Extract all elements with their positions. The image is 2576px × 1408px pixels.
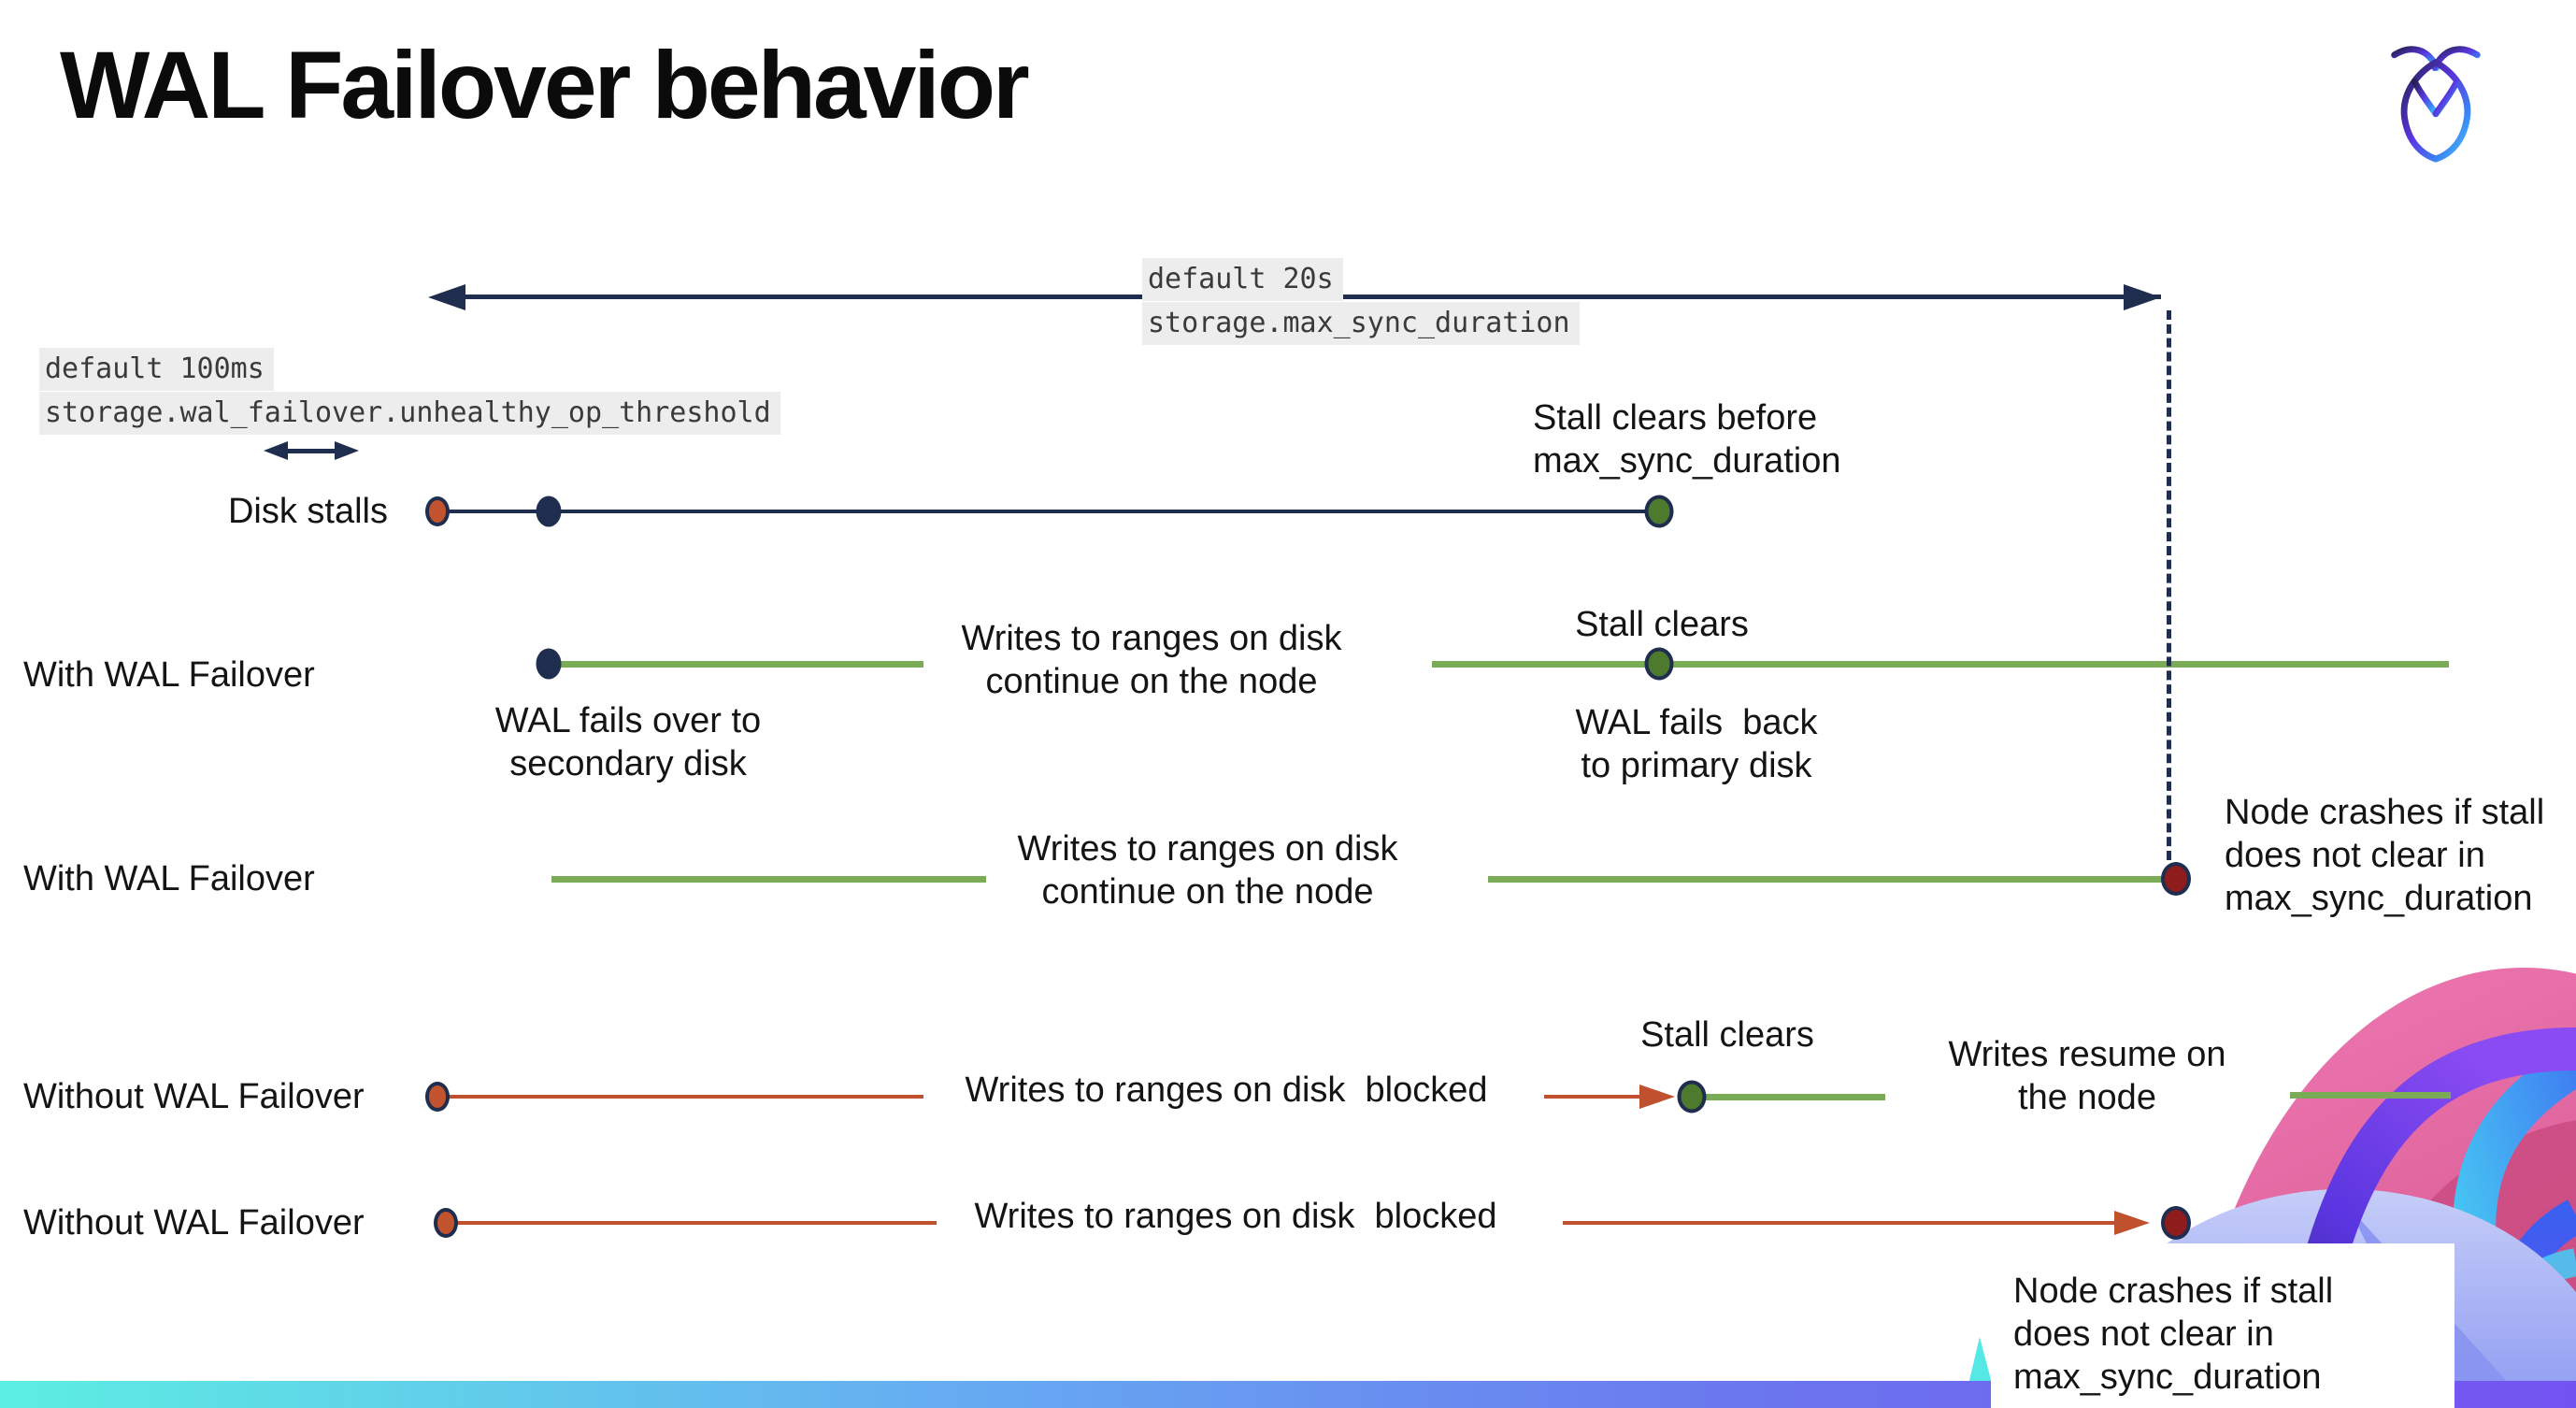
with-failover-2-line-b (1488, 876, 2162, 883)
without-failover-1-stall-clears-note: Stall clears (1640, 1015, 1814, 1055)
max-sync-arrowhead-left-icon (428, 284, 465, 310)
unhealthy-op-setting-name: storage.wal_failover.unhealthy_op_thresh… (39, 392, 780, 435)
without-failover-2-arrow-line (1563, 1221, 2114, 1225)
max-sync-arrowhead-right-icon (2124, 284, 2161, 310)
without-failover-1-resume-line-b (2290, 1092, 2451, 1099)
with-failover-2-writes-note: Writes to ranges on disk continue on the… (1017, 829, 1398, 912)
row-label-disk-stalls: Disk stalls (227, 492, 388, 531)
stall-clears-dot (1644, 495, 1674, 528)
without-failover-1-arrowhead-icon (1639, 1085, 1675, 1109)
with-failover-1-line-a (551, 661, 923, 668)
max-sync-setting-name: storage.max_sync_duration (1142, 302, 1580, 345)
with-failover-1-stall-clears-note: Stall clears (1575, 605, 1749, 644)
node-crash-note-1: Node crashes if stall does not clear in … (2225, 793, 2545, 918)
unhealthy-op-default-value: default 100ms (39, 348, 274, 391)
row-label-with-wal-failover-1: With WAL Failover (23, 655, 315, 695)
without-failover-2-arrowhead-icon (2114, 1211, 2150, 1235)
stall-clears-before-note: Stall clears before max_sync_duration (1533, 398, 1841, 481)
threshold-arrowhead-right-icon (335, 441, 359, 460)
threshold-arrowhead-left-icon (264, 441, 288, 460)
threshold-span-line (280, 449, 335, 453)
with-failover-2-line-a (551, 876, 986, 883)
without-failover-1-clear-dot (1677, 1080, 1707, 1113)
failover-note: WAL fails over to secondary disk (494, 701, 762, 783)
writes-resume-note: Writes resume on the node (1948, 1035, 2226, 1117)
disk-stalls-timeline-line (437, 510, 1659, 513)
without-failover-1-blocked-line-a (437, 1095, 923, 1099)
page-title: WAL Failover behavior (60, 32, 1030, 138)
node-crash-note-2: Node crashes if stall does not clear in … (2013, 1272, 2334, 1397)
row-label-with-wal-failover-2: With WAL Failover (23, 859, 315, 898)
failback-dot (1644, 647, 1674, 681)
max-sync-deadline-dashed-line (2167, 310, 2171, 860)
with-failover-1-writes-note: Writes to ranges on disk continue on the… (961, 619, 1342, 701)
disk-stall-start-dot (425, 496, 450, 526)
without-failover-2-writes-note: Writes to ranges on disk blocked (974, 1197, 1497, 1236)
with-failover-1-line-b (1432, 661, 2449, 668)
without-failover-1-arrow-line (1544, 1095, 1639, 1099)
cockroachdb-logo-icon (2391, 46, 2481, 163)
unhealthy-op-threshold-config-label: default 100ms storage.wal_failover.unhea… (39, 348, 780, 436)
row-label-without-wal-failover-1: Without WAL Failover (23, 1077, 365, 1116)
node-crash-dot-1 (2161, 862, 2191, 896)
failback-note: WAL fails back to primary disk (1575, 703, 1818, 785)
max-sync-default-value: default 20s (1142, 258, 1343, 301)
max-sync-duration-config-label: default 20s storage.max_sync_duration (1142, 258, 1580, 346)
failover-dot (536, 648, 562, 680)
node-crash-dot-2 (2161, 1206, 2191, 1240)
without-failover-1-writes-note: Writes to ranges on disk blocked (965, 1070, 1488, 1110)
without-failover-2-blocked-line-a (446, 1221, 937, 1225)
without-failover-2-stall-dot (434, 1208, 458, 1238)
without-failover-1-stall-dot (425, 1082, 450, 1112)
threshold-reached-dot (536, 496, 562, 527)
without-failover-1-resume-line-a (1692, 1094, 1885, 1100)
row-label-without-wal-failover-2: Without WAL Failover (23, 1203, 365, 1243)
node-crash-callout-box: Node crashes if stall does not clear in … (1991, 1243, 2454, 1408)
